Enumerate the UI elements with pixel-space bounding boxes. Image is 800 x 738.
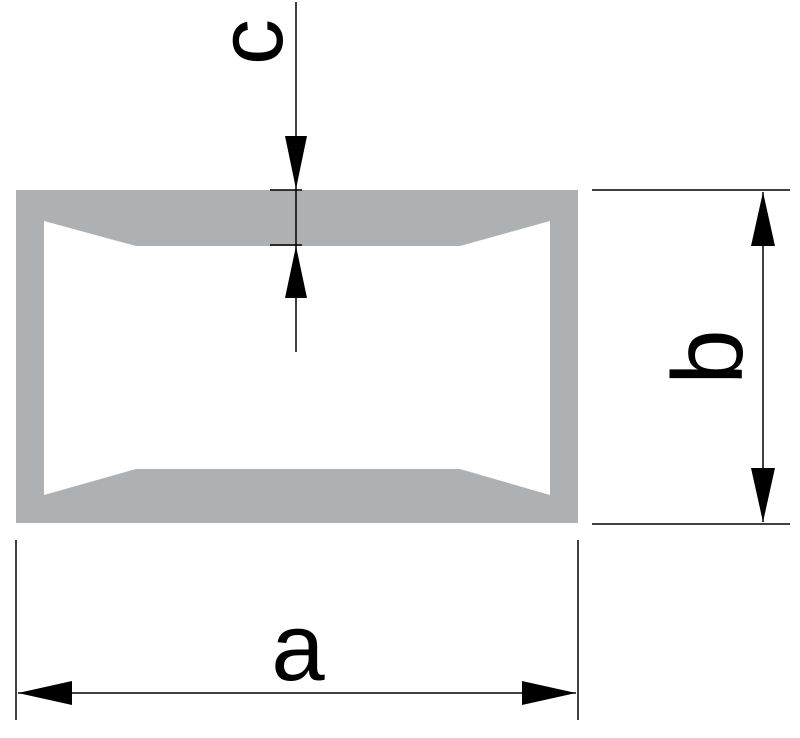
dimension-c-arrow-down [285, 136, 307, 189]
dimension-b-arrow-bottom [751, 468, 775, 522]
dimension-b-label: b [652, 329, 764, 385]
dimension-a-arrow-right [522, 681, 576, 705]
dimension-c-label: c [200, 19, 302, 65]
dimension-b-arrow-top [751, 192, 775, 246]
dimension-a [15, 540, 579, 720]
dimension-a-label: a [271, 594, 325, 701]
dimension-b [592, 189, 790, 525]
profile-inner-cavity [44, 221, 550, 495]
dimension-a-arrow-left [18, 681, 72, 705]
dimension-c-arrow-up [285, 246, 307, 298]
profile-cross-section [16, 190, 578, 523]
